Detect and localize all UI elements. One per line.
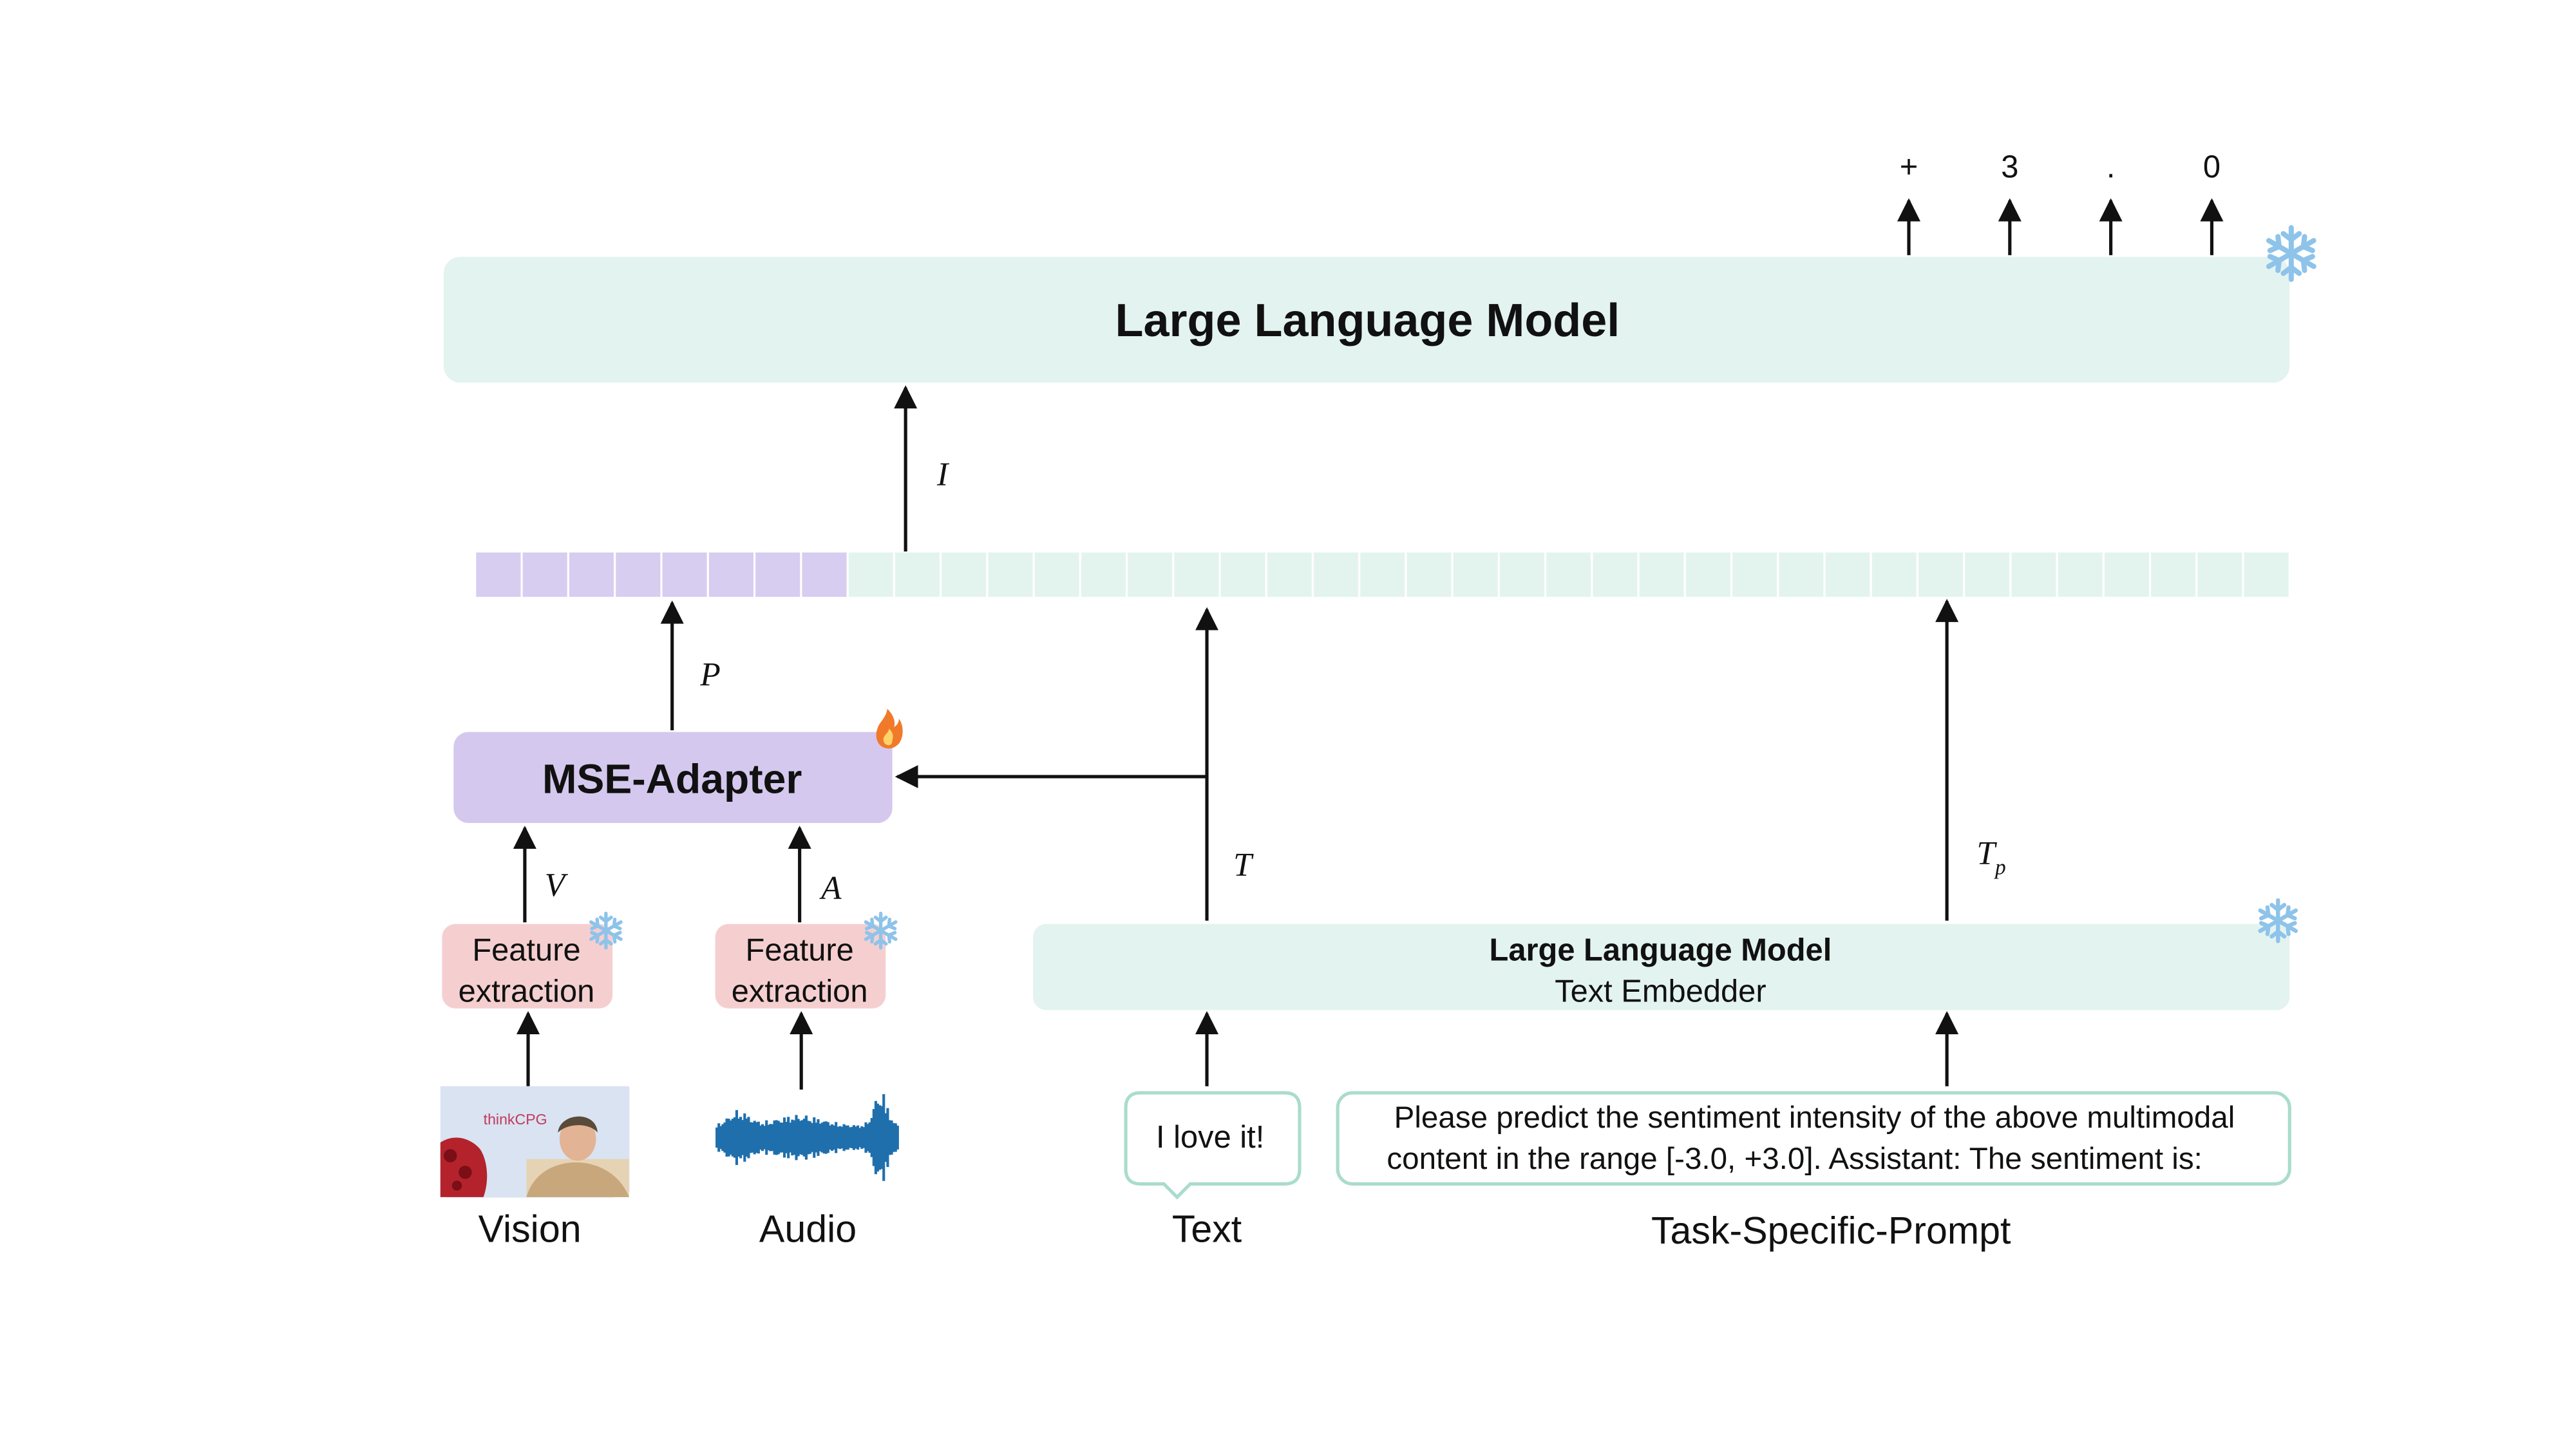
vision-feature-line2: extraction: [459, 974, 595, 1009]
prompt-line2: content in the range [-3.0, +3.0]. Assis…: [1387, 1142, 2202, 1176]
embedder-subtitle: Text Embedder: [1555, 974, 1766, 1009]
label-t: T: [1233, 847, 1254, 884]
audio-feature-line2: extraction: [732, 974, 868, 1009]
prompt-token-cell: [800, 550, 849, 599]
text-token-cell: [2009, 550, 2058, 599]
text-token-cell: [2195, 550, 2244, 599]
prompt-token-cell: [753, 550, 802, 599]
text-token-cell: [1265, 550, 1314, 599]
fire-icon: [876, 708, 903, 749]
text-token-cell: [893, 550, 942, 599]
speech-bubble: [1124, 1091, 1302, 1200]
text-token-cell: [1870, 550, 1918, 599]
text-token-cell: [1079, 550, 1128, 599]
llm-main-box: [443, 256, 2290, 383]
text-token-cell: [2102, 550, 2152, 599]
audio-label: Audio: [759, 1207, 857, 1250]
text-token-cell: [1637, 550, 1686, 599]
vision-feature-box: [442, 923, 613, 1009]
text-token-cell: [2242, 550, 2291, 599]
text-token-cell: [1591, 550, 1640, 599]
mse-adapter-box: [453, 732, 893, 823]
text-token-cell: [1311, 550, 1361, 599]
text-token-cell: [940, 550, 989, 599]
prompt-token-cell: [520, 550, 569, 599]
text-token-cell: [1405, 550, 1454, 599]
text-token-cell: [1916, 550, 1965, 599]
label-p: P: [699, 657, 720, 694]
text-token-cell: [1358, 550, 1407, 599]
vision-image-stack: thinkCPG: [440, 1086, 630, 1198]
prompt-token-cell: [474, 550, 523, 599]
text-token-cell: [1544, 550, 1593, 599]
audio-feature-line1: Feature: [746, 933, 854, 967]
text-token-cell: [2056, 550, 2105, 599]
label-tp: Tp: [1976, 835, 2005, 879]
task-prompt-label: Task-Specific-Prompt: [1651, 1209, 2011, 1252]
text-token-cell: [1683, 550, 1733, 599]
prompt-token-cell: [614, 550, 663, 599]
text-token-cell: [1777, 550, 1826, 599]
text-token-cell: [1451, 550, 1500, 599]
output-token: .: [2107, 149, 2116, 184]
token-sequence: [474, 550, 2291, 599]
text-token-cell: [1730, 550, 1779, 599]
text-token-cell: [846, 550, 895, 599]
embedder-box: [1033, 923, 2290, 1010]
prompt-box: [1336, 1091, 2291, 1186]
prompt-token-cell: [567, 550, 616, 599]
text-token-cell: [986, 550, 1035, 599]
text-token-cell: [1032, 550, 1081, 599]
text-token-cell: [1963, 550, 2012, 599]
output-token: 0: [2203, 149, 2221, 184]
text-token-cell: [1497, 550, 1547, 599]
output-token: 3: [2001, 149, 2018, 184]
text-token-cell: [1823, 550, 1872, 599]
prompt-line1: Please predict the sentiment intensity o…: [1394, 1101, 2235, 1135]
speech-bubble-text: I love it!: [1156, 1120, 1264, 1155]
label-a: A: [819, 870, 842, 907]
label-v: V: [545, 867, 569, 904]
prompt-token-cell: [706, 550, 756, 599]
vision-feature-line1: Feature: [472, 933, 580, 967]
llm-main-title: Large Language Model: [1115, 295, 1620, 346]
mse-adapter-title: MSE-Adapter: [542, 756, 802, 802]
embedder-title: Large Language Model: [1490, 933, 1832, 967]
input-arrows: [516, 1010, 1959, 1090]
audio-waveform-icon: [715, 1094, 899, 1181]
vision-logo-text: thinkCPG: [484, 1111, 547, 1128]
audio-feature-box: [715, 923, 886, 1009]
prompt-token-cell: [660, 550, 709, 599]
text-label: Text: [1172, 1207, 1242, 1250]
text-token-cell: [1126, 550, 1175, 599]
output-token: +: [1900, 149, 1918, 184]
text-token-cell: [2149, 550, 2198, 599]
vision-label: Vision: [478, 1207, 582, 1250]
text-token-cell: [1218, 550, 1267, 599]
output-arrows: [1897, 198, 2224, 256]
label-i: I: [936, 457, 950, 493]
text-token-cell: [1172, 550, 1221, 599]
